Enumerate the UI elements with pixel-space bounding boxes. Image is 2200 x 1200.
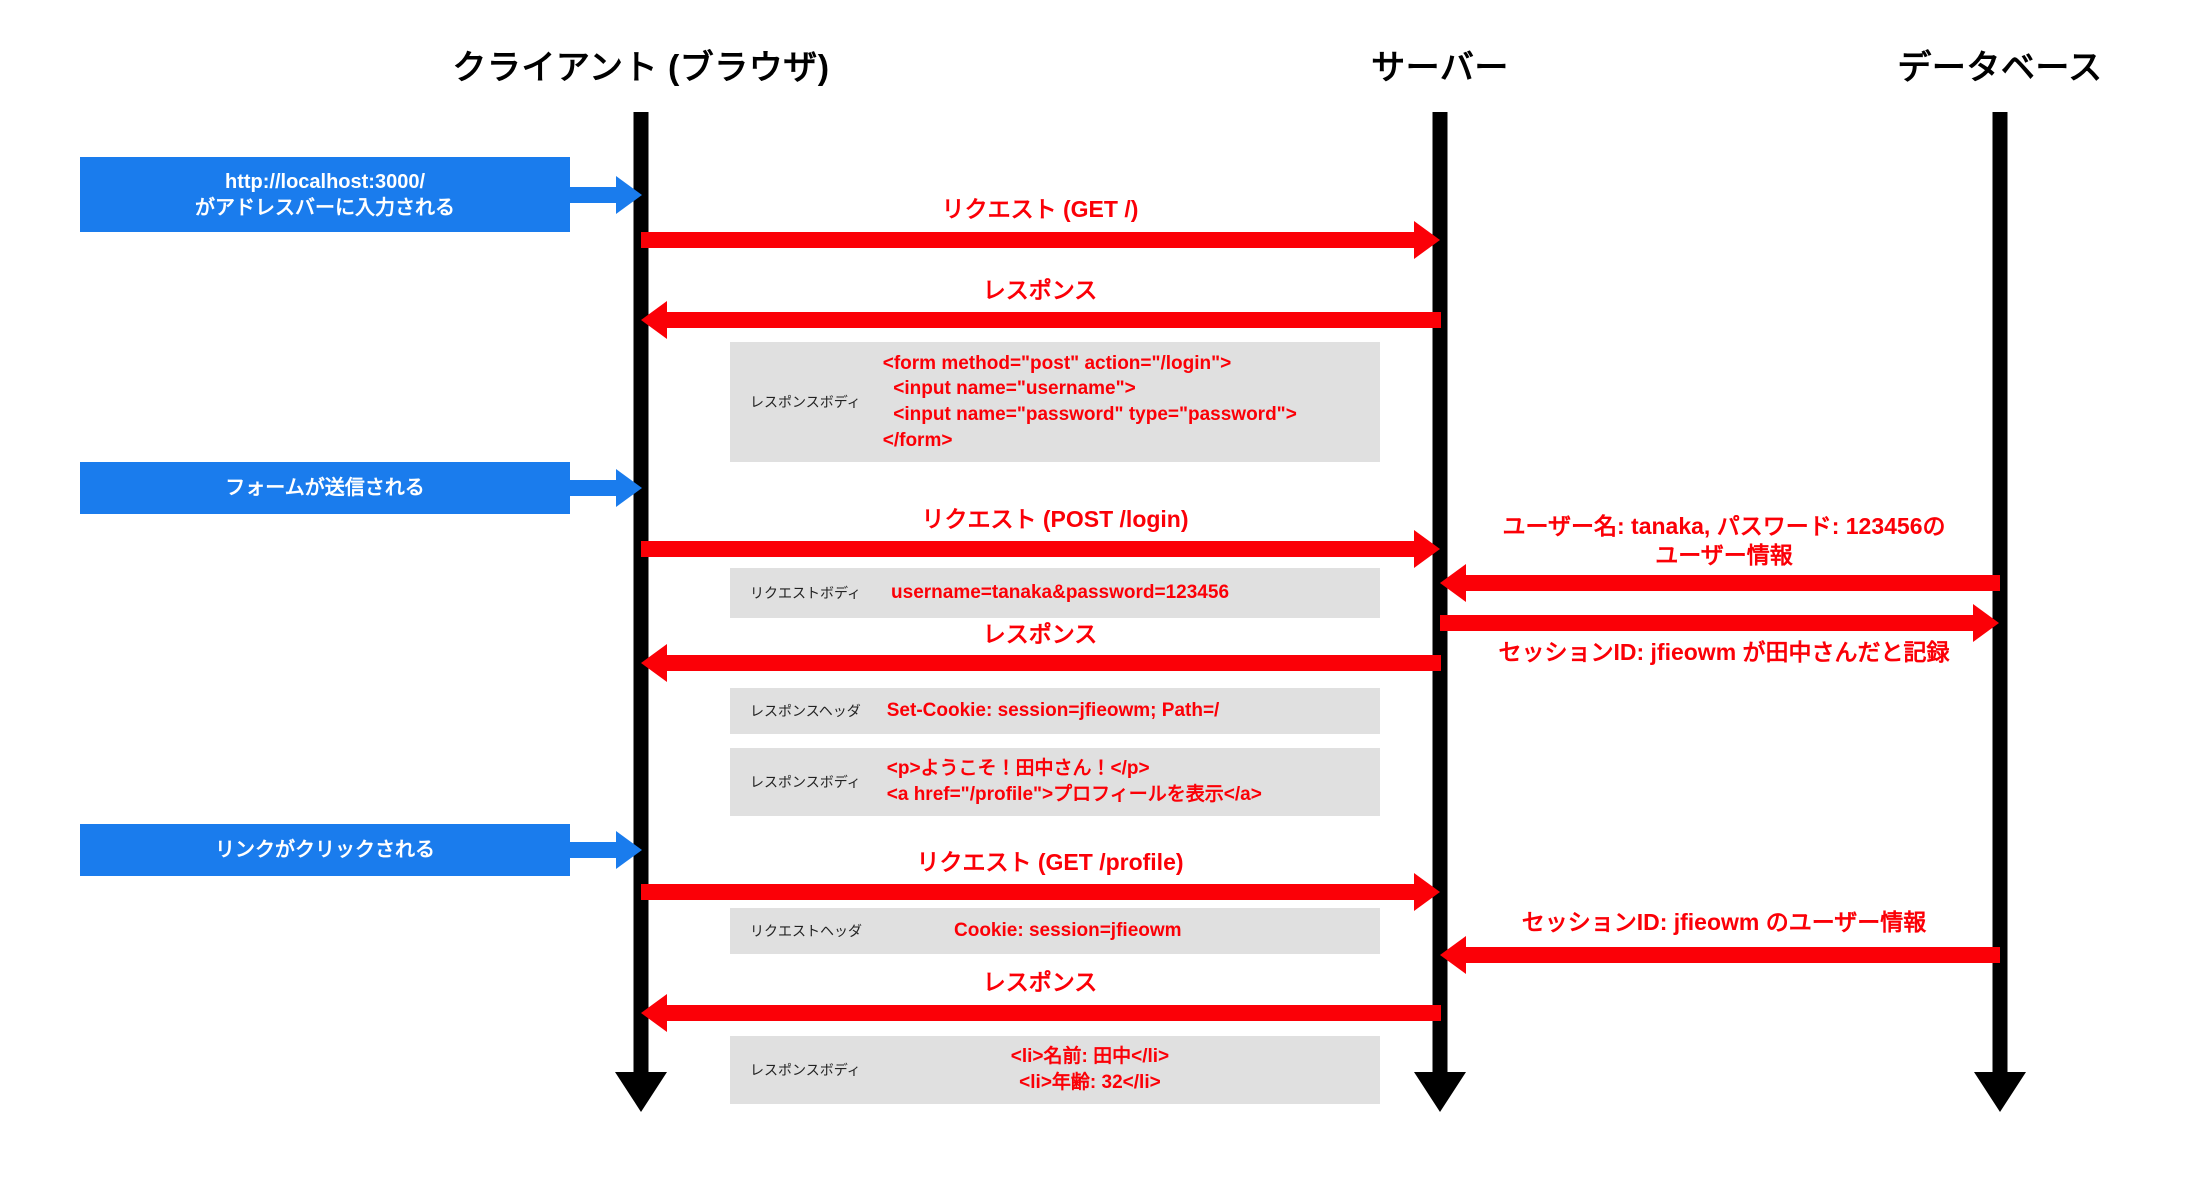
actor-event-url-entered-line1: http://localhost:3000/	[224, 170, 426, 193]
payload-response-body-form-tag: レスポンスボディ	[750, 394, 861, 410]
participant-title-server: サーバー	[1371, 49, 1509, 87]
payload-response-body-welcome-tag: レスポンスボディ	[750, 774, 861, 790]
payload-response-header-setcookie-code: Set-Cookie: session=jfieowm; Path=/	[886, 700, 1220, 722]
payload-response-body-form: レスポンスボディ <form method="post" action="/lo…	[730, 342, 1380, 462]
message-label-response-1: レスポンス	[982, 277, 1098, 303]
lifeline-client	[633, 112, 649, 1087]
message-label-response-2: レスポンス	[982, 621, 1098, 647]
payload-request-header-cookie-code: Cookie: session=jfieowm	[954, 920, 1182, 942]
payload-response-body-profile-code: <li>名前: 田中</li> <li>年齢: 32</li>	[1010, 1046, 1170, 1093]
actor-event-url-entered-line2: がアドレスバーに入力される	[195, 196, 455, 219]
payload-request-body-login-code: username=tanaka&password=123456	[891, 582, 1230, 604]
payload-request-header-cookie-tag: リクエストヘッダ	[750, 923, 862, 939]
message-label-response-3: レスポンス	[982, 969, 1098, 995]
lifeline-end-arrow-database	[1974, 1072, 2026, 1112]
payload-request-body-login-tag: リクエストボディ	[750, 585, 862, 601]
message-label-db-query-user: ユーザー名: tanaka, パスワード: 123456の ユーザー情報	[1502, 513, 1946, 568]
message-label-db-lookup-session: セッションID: jfieowm のユーザー情報	[1521, 909, 1927, 935]
lifeline-database	[1992, 112, 2008, 1087]
lifeline-end-arrow-client	[615, 1072, 667, 1112]
actor-event-url-entered: http://localhost:3000/ がアドレスバーに入力される	[80, 157, 570, 232]
actor-event-link-clicked: リンクがクリックされる	[80, 824, 570, 876]
payload-response-header-setcookie-tag: レスポンスヘッダ	[750, 703, 861, 719]
payload-response-body-welcome: レスポンスボディ <p>ようこそ！田中さん！</p> <a href="/pro…	[730, 748, 1380, 816]
payload-response-body-profile: レスポンスボディ <li>名前: 田中</li> <li>年齢: 32</li>	[730, 1036, 1380, 1104]
message-label-get-profile: リクエスト (GET /profile)	[916, 849, 1184, 875]
payload-response-body-welcome-code: <p>ようこそ！田中さん！</p> <a href="/profile">プロフ…	[886, 758, 1262, 805]
participant-title-database: データベース	[1897, 49, 2103, 87]
message-label-post-login: リクエスト (POST /login)	[921, 506, 1189, 532]
message-label-db-store-session: セッションID: jfieowm が田中さんだと記録	[1498, 639, 1950, 665]
payload-request-body-login: リクエストボディ username=tanaka&password=123456	[730, 568, 1380, 618]
payload-request-header-cookie: リクエストヘッダ Cookie: session=jfieowm	[730, 908, 1380, 954]
payload-response-header-setcookie: レスポンスヘッダ Set-Cookie: session=jfieowm; Pa…	[730, 688, 1380, 734]
actor-event-form-submit-line1: フォームが送信される	[225, 477, 425, 499]
payload-response-body-profile-tag: レスポンスボディ	[750, 1062, 861, 1078]
lifeline-end-arrow-server	[1414, 1072, 1466, 1112]
message-label-get-root: リクエスト (GET /)	[941, 196, 1139, 222]
participant-title-client: クライアント (ブラウザ)	[452, 49, 830, 87]
payload-response-body-form-code: <form method="post" action="/login"> <in…	[882, 352, 1297, 451]
actor-event-link-clicked-line1: リンクがクリックされる	[215, 839, 435, 861]
actor-event-form-submit: フォームが送信される	[80, 462, 570, 514]
